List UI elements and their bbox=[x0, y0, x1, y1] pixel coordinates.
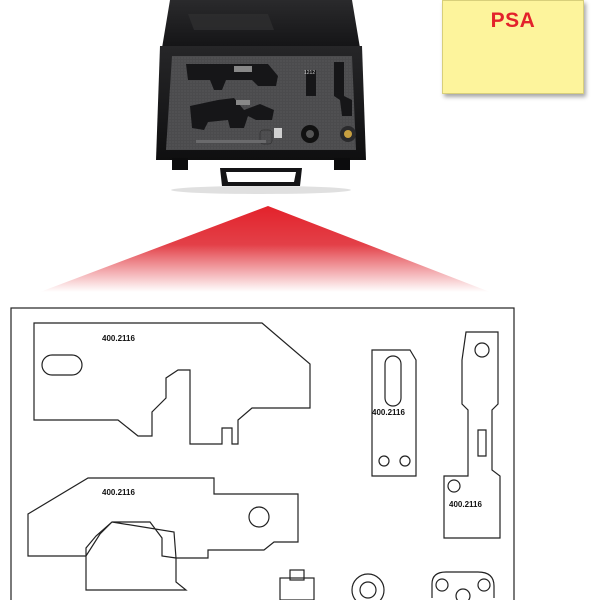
holder-part bbox=[431, 571, 495, 598]
part-label-bar: 400.2116 bbox=[372, 408, 405, 417]
bracket-outline bbox=[443, 331, 501, 539]
tool-bracket bbox=[334, 62, 352, 116]
tool-plate-upper bbox=[186, 64, 278, 90]
red-beam-graphic bbox=[40, 206, 490, 292]
drawing-svg bbox=[10, 307, 515, 600]
plate-upper-outline bbox=[33, 322, 311, 445]
socket-part bbox=[351, 573, 385, 600]
bracket-notch bbox=[477, 429, 487, 457]
socket-inner bbox=[359, 581, 377, 599]
part-label-plate-upper: 400.2116 bbox=[102, 334, 135, 343]
tool-case-image: 1212 bbox=[156, 0, 366, 194]
latch-right bbox=[334, 158, 350, 170]
brand-label-text: PSA bbox=[490, 9, 536, 32]
bracket-hole-bottom bbox=[447, 479, 461, 493]
holder-center bbox=[455, 588, 471, 600]
holder-hole-right bbox=[477, 578, 491, 592]
tool-pin bbox=[274, 128, 282, 138]
brand-label: PSA bbox=[442, 0, 584, 94]
bar-hole-left bbox=[378, 455, 390, 467]
pin-head bbox=[289, 569, 305, 581]
part-label-bracket: 400.2116 bbox=[449, 500, 482, 509]
technical-drawing: 400.2116 400.2116 400.2116 400.2116 bbox=[0, 300, 600, 600]
bar-slot bbox=[384, 355, 402, 407]
case-tag-text: 1212 bbox=[304, 70, 315, 76]
holder-hole-left bbox=[435, 578, 449, 592]
plate-lower-hole bbox=[248, 506, 270, 528]
tool-strip bbox=[306, 70, 316, 96]
tool-rod bbox=[196, 140, 266, 143]
bracket-hole-top bbox=[474, 342, 490, 358]
part-label-sticker bbox=[234, 66, 252, 72]
part-label-plate-lower: 400.2116 bbox=[102, 488, 135, 497]
tool-plate-lower bbox=[190, 98, 274, 130]
pin-part bbox=[279, 577, 315, 600]
bar-hole-right bbox=[399, 455, 411, 467]
plate-upper-slot bbox=[41, 354, 83, 376]
latch-left bbox=[172, 158, 188, 170]
drawing-frame bbox=[10, 307, 515, 600]
bar-outline bbox=[371, 349, 417, 477]
plate-lower-outline bbox=[27, 477, 299, 591]
